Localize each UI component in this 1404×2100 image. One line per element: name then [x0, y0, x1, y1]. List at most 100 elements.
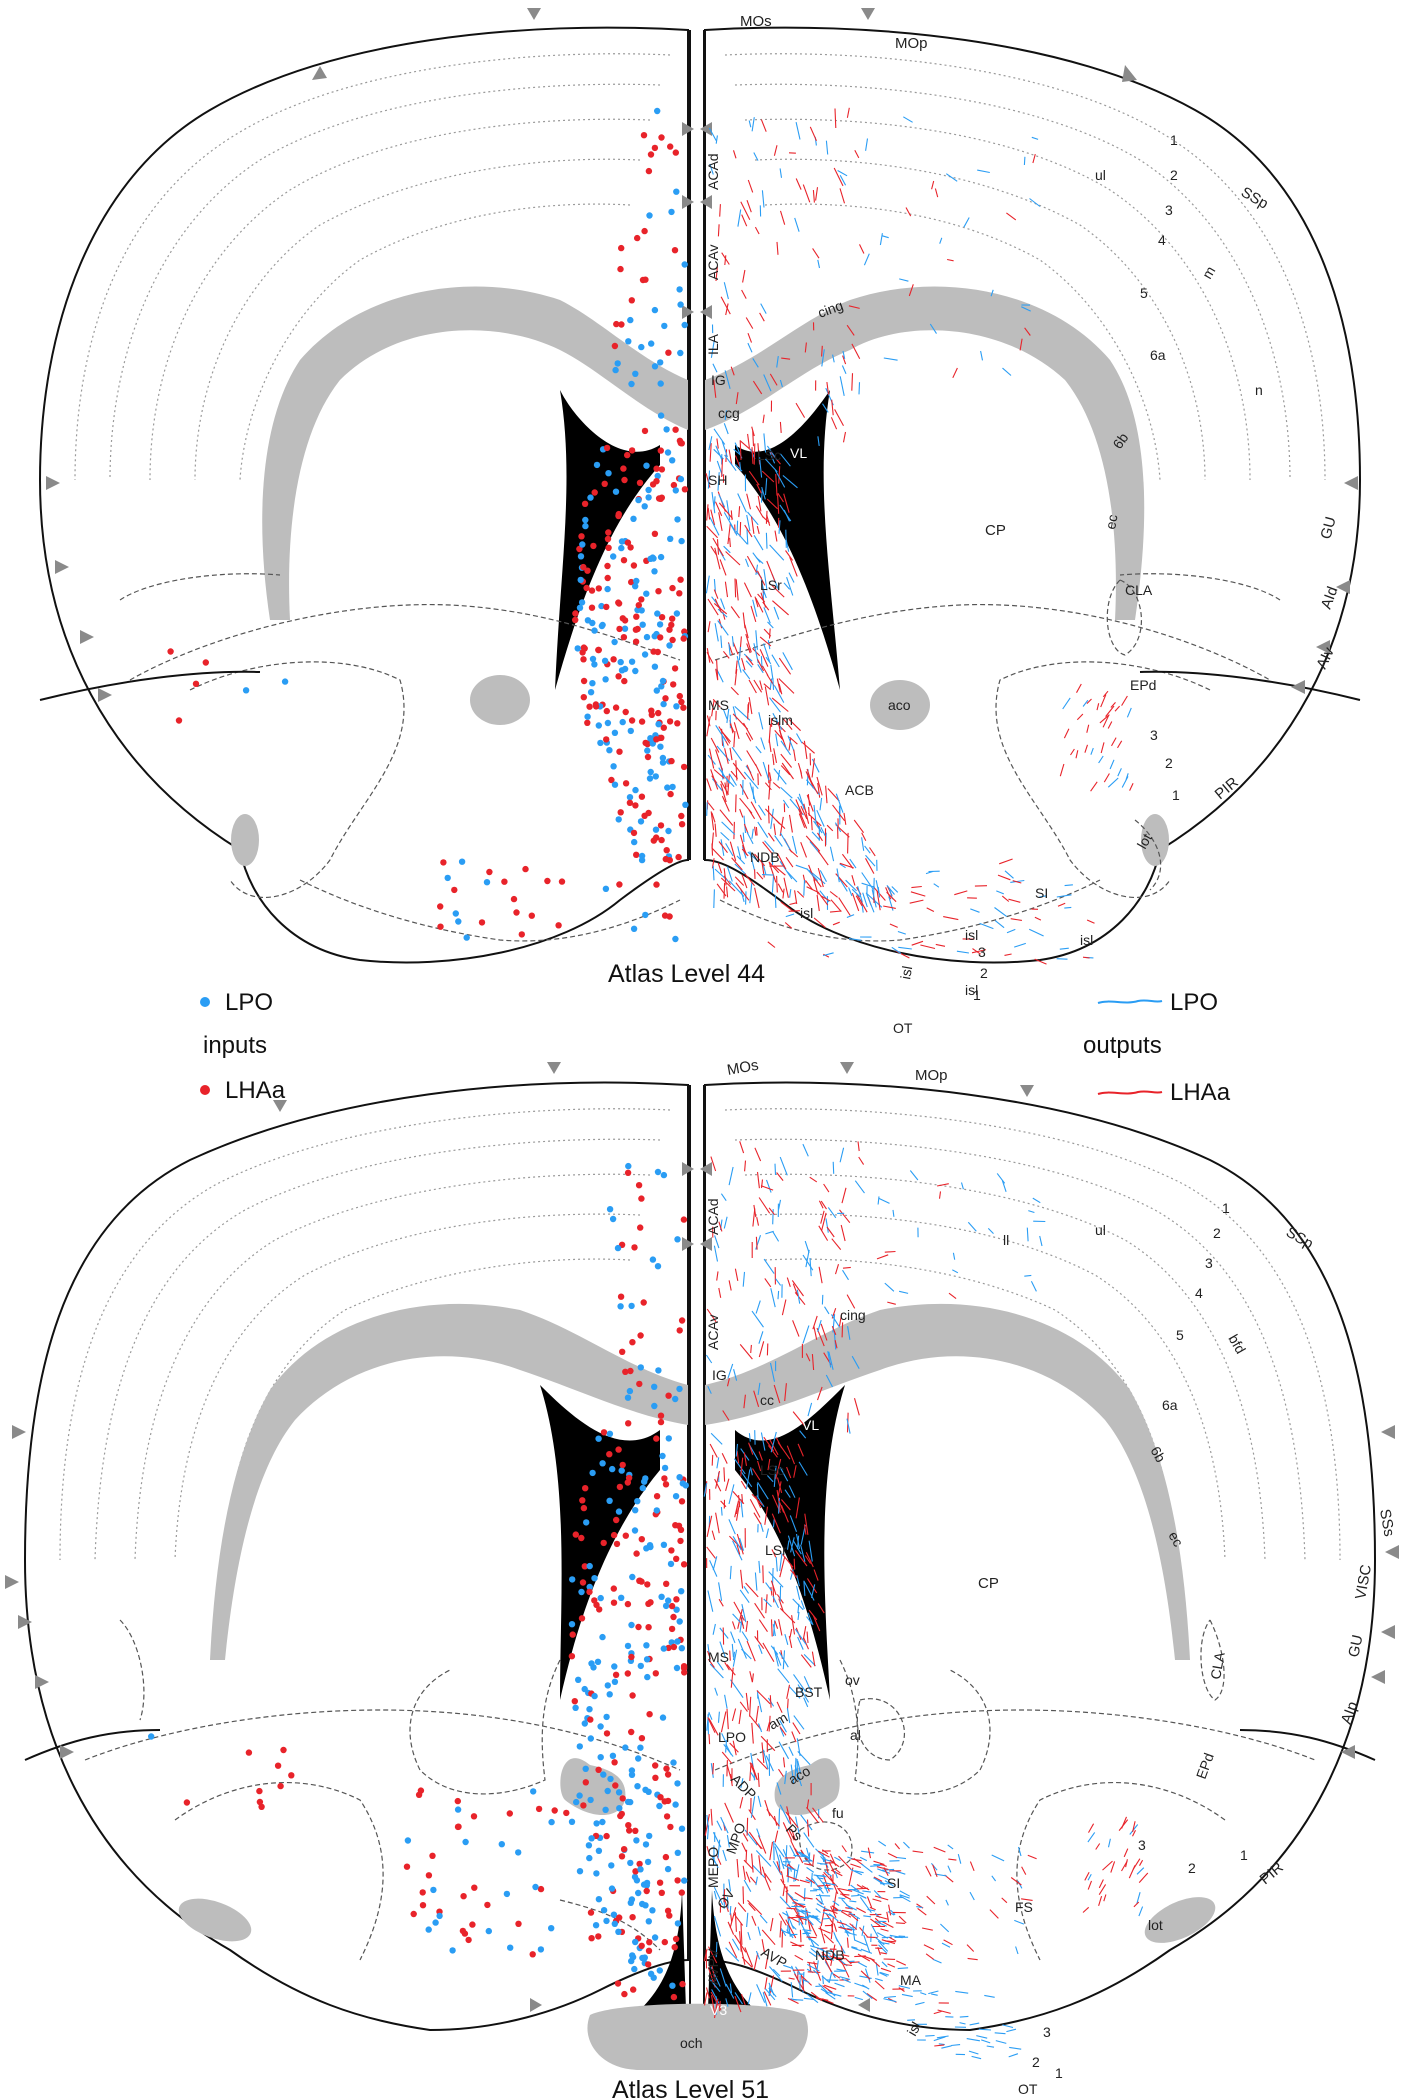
input-cell-dot — [666, 913, 673, 920]
label-isl-4: isl — [897, 965, 915, 981]
output-fiber — [762, 414, 765, 424]
input-cell-dot — [635, 602, 642, 609]
output-fiber — [746, 750, 757, 767]
output-fiber — [890, 1909, 896, 1915]
input-cell-dot — [256, 1787, 263, 1795]
input-cell-dot — [680, 704, 687, 711]
output-fiber — [911, 885, 922, 889]
output-fiber — [851, 1946, 862, 1952]
output-fiber — [793, 1715, 805, 1730]
output-fiber — [840, 1911, 852, 1918]
input-cell-dot — [676, 1327, 683, 1334]
output-fiber — [829, 891, 838, 898]
label-mop-51: MOp — [915, 1067, 948, 1084]
output-fiber — [719, 204, 721, 217]
output-fiber — [832, 354, 835, 363]
output-fiber — [767, 941, 776, 948]
output-fiber — [843, 1963, 853, 1967]
output-fiber — [1064, 884, 1073, 887]
output-fiber — [703, 1992, 708, 2006]
output-fiber — [891, 886, 899, 893]
output-fiber — [805, 1879, 812, 1883]
input-cell-dot — [563, 1809, 570, 1817]
input-cell-dot — [587, 1716, 594, 1723]
input-cell-dot — [678, 1889, 685, 1896]
label-aiv: AIv — [1313, 644, 1338, 671]
output-fiber — [849, 1923, 858, 1930]
output-fiber — [715, 266, 718, 282]
output-fiber — [1110, 1861, 1116, 1873]
output-fiber — [808, 1951, 817, 1957]
input-cell-dot — [643, 1642, 650, 1649]
input-cell-dot — [587, 1796, 594, 1804]
output-fiber — [705, 575, 710, 594]
output-fiber — [820, 1988, 829, 1994]
output-fiber — [783, 1964, 793, 1969]
output-fiber — [779, 1727, 785, 1737]
input-cell-dot — [611, 638, 618, 646]
output-fiber — [954, 890, 968, 896]
input-cell-dot — [604, 1787, 611, 1795]
input-cell-dot — [645, 494, 652, 501]
output-fiber — [1039, 1235, 1043, 1247]
output-fiber — [832, 1973, 841, 1979]
output-fiber — [809, 1176, 818, 1183]
output-fiber — [825, 785, 828, 804]
output-fiber — [761, 190, 765, 208]
output-fiber — [772, 753, 775, 766]
output-fiber — [780, 740, 792, 756]
output-fiber — [829, 1955, 841, 1961]
output-fiber — [746, 493, 752, 510]
output-fiber — [800, 1974, 805, 1990]
output-fiber — [795, 1816, 800, 1835]
input-cell-dot — [638, 1942, 645, 1950]
input-cell-dot — [627, 316, 634, 324]
output-fiber — [899, 1894, 910, 1899]
output-fiber — [1008, 898, 1021, 903]
output-fiber — [810, 1584, 816, 1599]
output-fiber — [1121, 1816, 1128, 1829]
input-cell-dot — [620, 634, 628, 641]
output-fiber — [716, 1271, 719, 1281]
output-fiber — [723, 423, 729, 435]
output-fiber — [933, 2010, 942, 2015]
input-cell-dot — [632, 667, 639, 675]
output-fiber — [706, 1546, 716, 1559]
input-cell-dot — [651, 1383, 658, 1391]
output-fiber — [787, 1892, 794, 1899]
output-fiber — [857, 1953, 871, 1962]
output-fiber — [713, 889, 715, 909]
ot-layer-3-51: 3 — [1043, 2024, 1051, 2040]
input-cell-dot — [659, 759, 667, 766]
label-isl-51: isl — [904, 2019, 924, 2038]
input-cell-dot — [608, 1862, 615, 1869]
input-cell-dot — [681, 1877, 688, 1884]
input-cell-dot — [574, 645, 581, 652]
output-fiber — [792, 1902, 806, 1906]
output-fiber — [782, 1757, 786, 1768]
output-fiber — [732, 1613, 745, 1627]
output-fiber — [716, 659, 719, 680]
input-cell-dot — [649, 1256, 657, 1263]
output-fiber — [996, 1173, 1006, 1184]
label-aid: AId — [1318, 584, 1342, 611]
input-cell-dot — [658, 134, 665, 141]
output-fiber — [853, 819, 865, 834]
output-fiber — [931, 1993, 938, 1996]
output-fiber — [792, 1722, 801, 1735]
output-fiber — [726, 1835, 730, 1848]
output-fiber — [951, 2044, 961, 2047]
input-cell-dot — [636, 1860, 643, 1868]
input-cell-dot — [657, 1794, 664, 1801]
label-acad-51: ACAd — [705, 1198, 721, 1235]
output-fiber — [873, 1876, 883, 1882]
legend-lhaa-input-label: LHAa — [225, 1077, 286, 1104]
output-fiber — [799, 1879, 810, 1884]
input-cell-dot — [670, 1759, 677, 1766]
output-fiber — [772, 1209, 774, 1225]
output-fiber — [875, 1962, 879, 1976]
input-cell-dot — [651, 530, 659, 537]
input-cell-dot — [522, 865, 529, 873]
boundary-markers-44 — [46, 8, 1358, 702]
input-cell-dot — [604, 535, 612, 543]
